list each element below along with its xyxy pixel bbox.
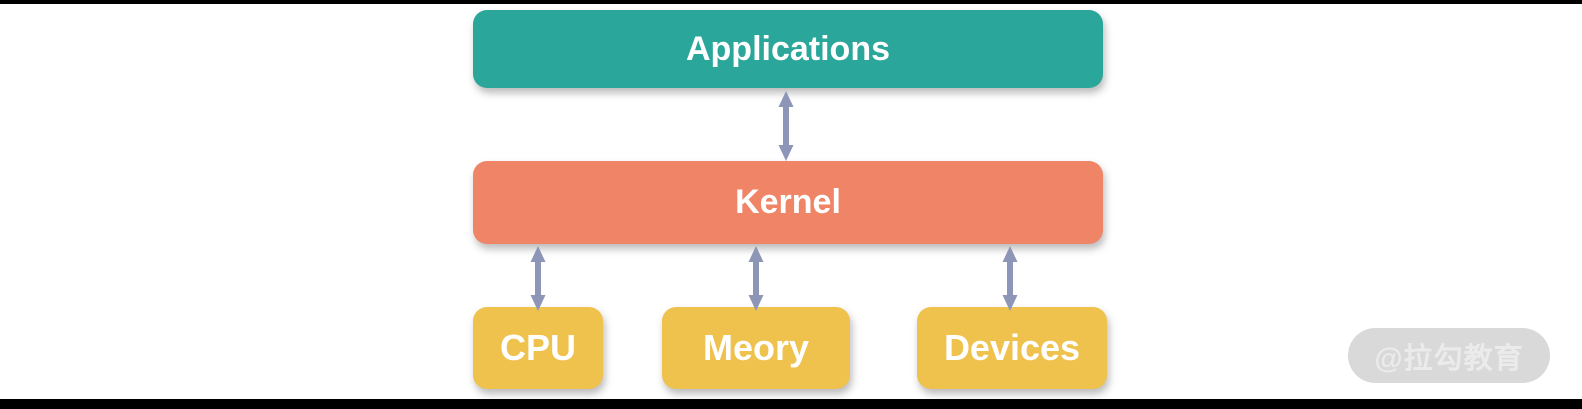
node-cpu: CPU bbox=[473, 307, 603, 389]
watermark-badge: @拉勾教育 bbox=[1348, 328, 1550, 383]
bottom-black-bar bbox=[0, 399, 1582, 409]
node-applications: Applications bbox=[473, 10, 1103, 88]
node-devices-label: Devices bbox=[943, 327, 1081, 368]
top-black-bar bbox=[0, 0, 1582, 4]
double-arrow-kernel-devices-icon bbox=[1002, 246, 1018, 311]
node-kernel: Kernel bbox=[473, 161, 1103, 244]
node-cpu-label: CPU bbox=[499, 327, 576, 368]
double-arrow-kernel-cpu-icon bbox=[530, 246, 546, 311]
node-applications-label: Applications bbox=[685, 29, 891, 68]
node-meory-label: Meory bbox=[702, 327, 810, 368]
watermark-text: @拉勾教育 bbox=[1374, 342, 1524, 375]
double-arrow-applications-kernel-icon bbox=[778, 91, 794, 161]
double-arrow-kernel-meory-icon bbox=[748, 246, 764, 311]
node-kernel-label: Kernel bbox=[735, 183, 841, 221]
node-devices: Devices bbox=[917, 307, 1107, 389]
node-meory: Meory bbox=[662, 307, 850, 389]
